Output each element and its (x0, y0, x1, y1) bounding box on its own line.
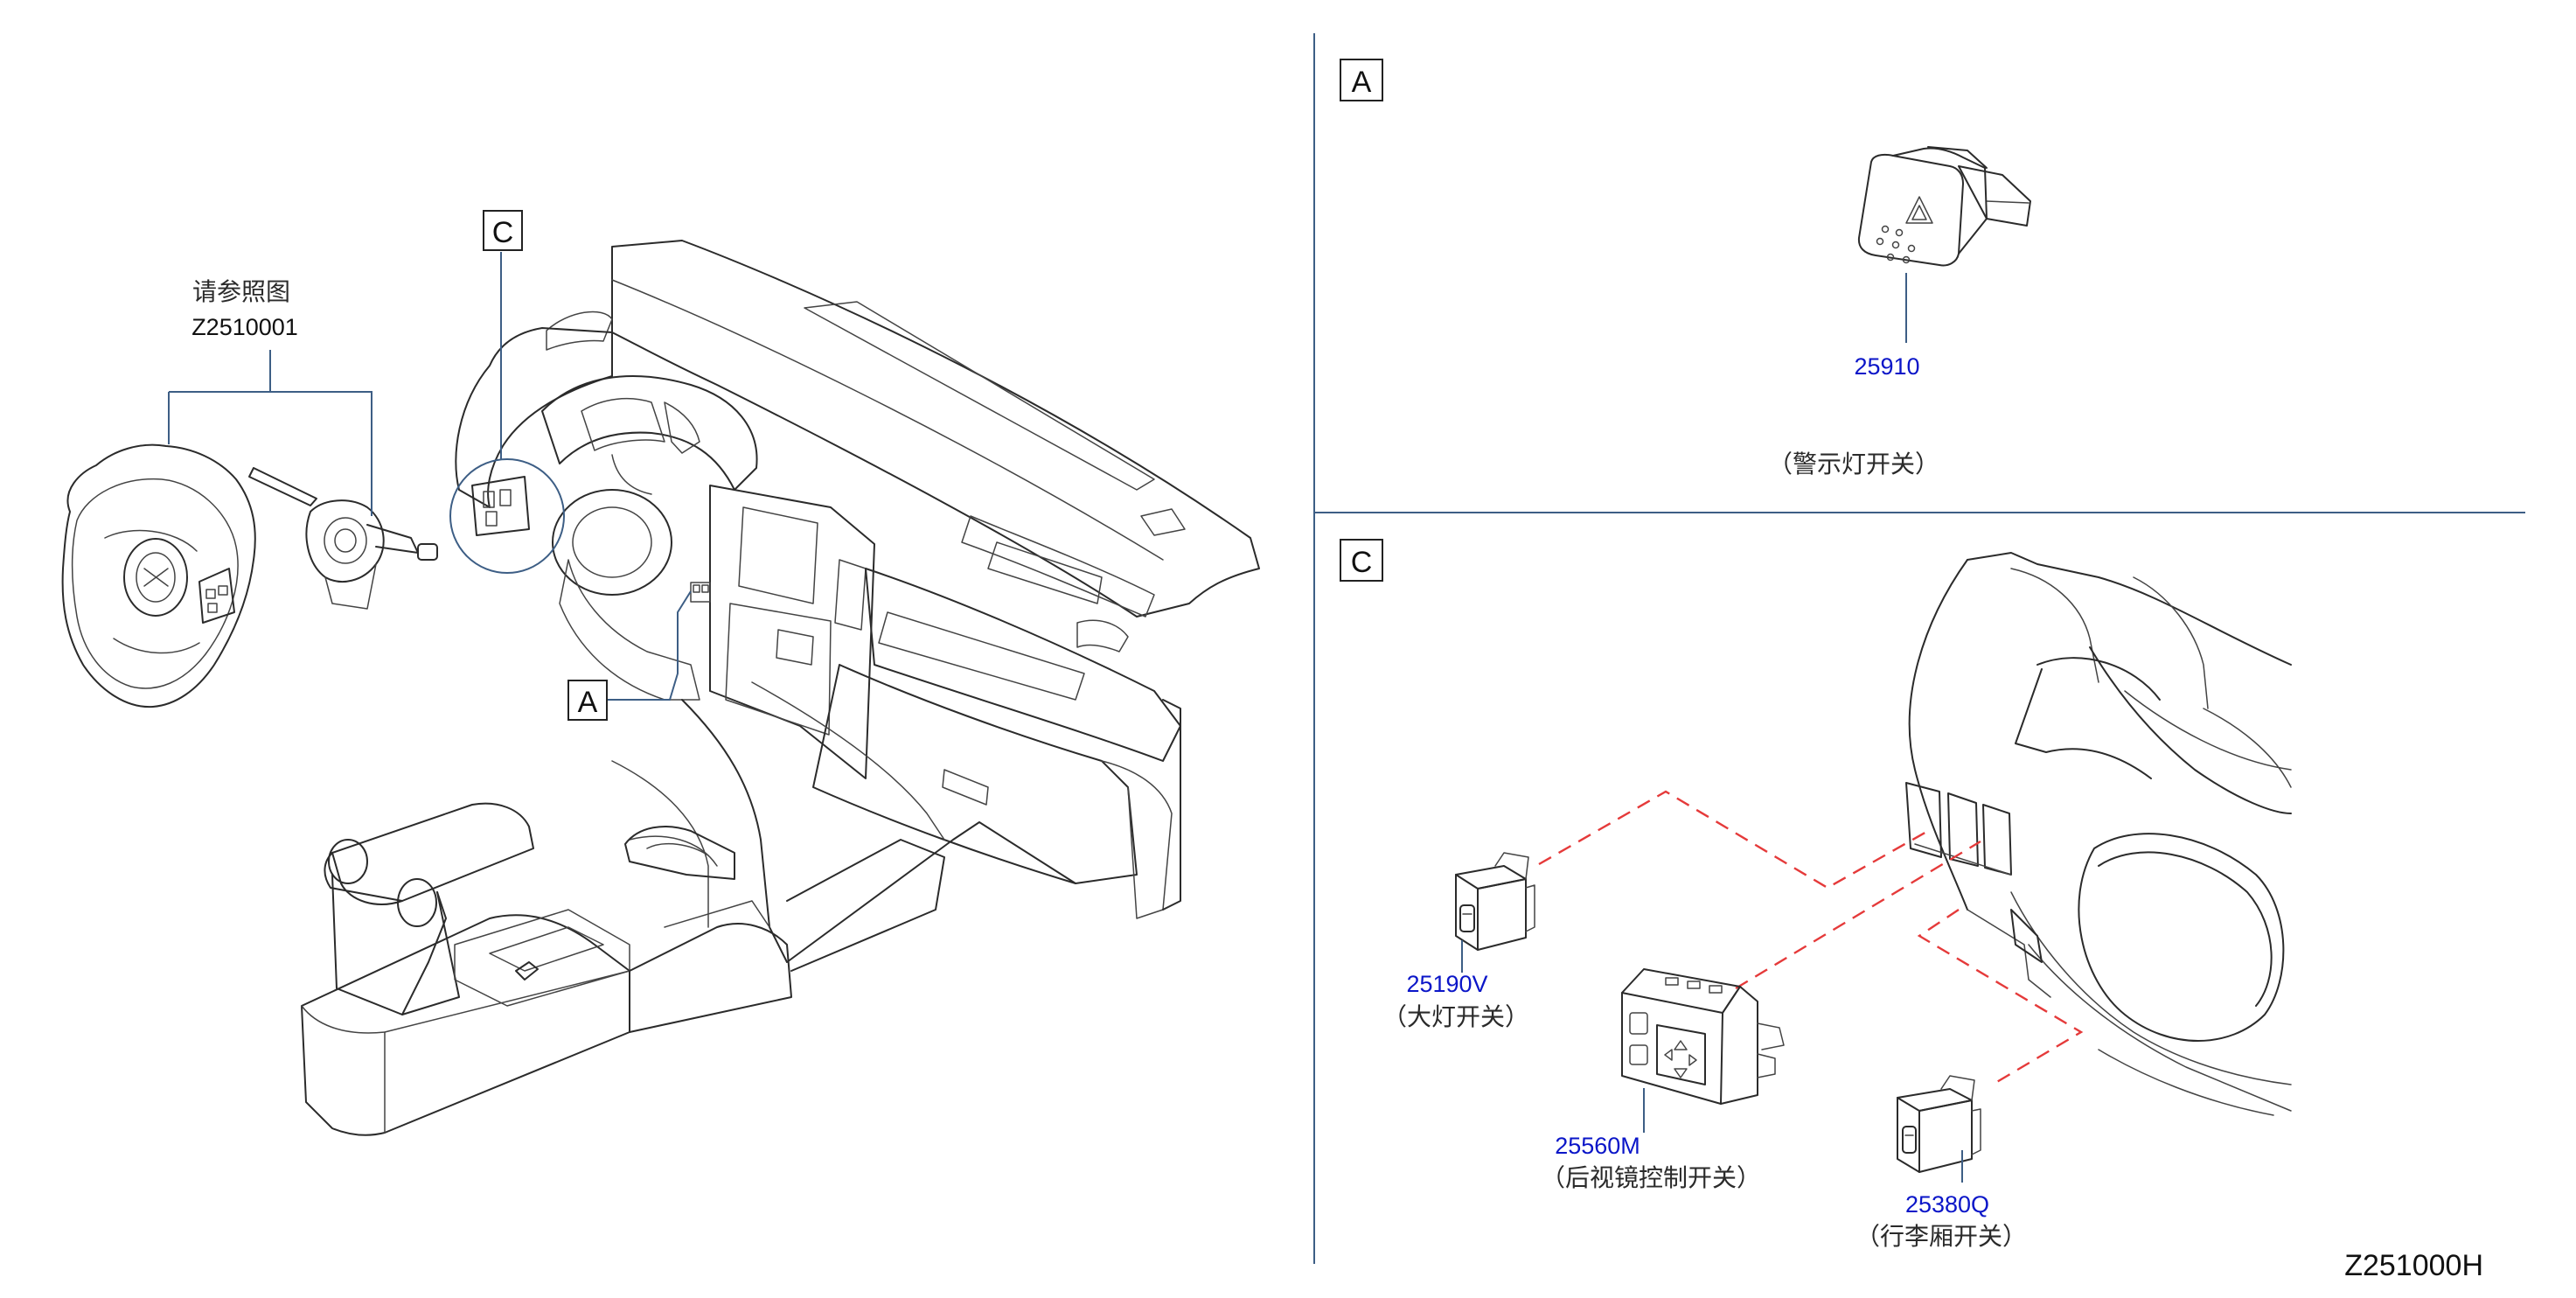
diagram-code: Z251000H (2344, 1249, 2483, 1282)
headlamp-switch-illustration (1455, 852, 1535, 951)
combination-switch-illustration (248, 467, 438, 610)
reference-bracket (168, 350, 372, 516)
mirror-switch-number: 25560M (1555, 1133, 1640, 1159)
hazard-switch-illustration (1857, 146, 2031, 267)
callout-c-marker: C (449, 210, 565, 574)
svg-text:A: A (578, 686, 598, 719)
steering-wheel-illustration (61, 443, 256, 708)
svg-text:C: C (492, 216, 514, 249)
callout-a-marker: A (567, 590, 692, 721)
dashboard-illustration (455, 240, 1260, 963)
reference-code: Z2510001 (191, 314, 298, 340)
svg-text:C: C (1351, 546, 1373, 579)
trunk-switch-illustration (1897, 1075, 1981, 1173)
mirror-switch-name: （后视镜控制开关） (1541, 1163, 1761, 1192)
detail-a-header: A (1340, 59, 1383, 101)
detail-c-header: C (1340, 539, 1383, 582)
mirror-switch-illustration (1621, 968, 1785, 1105)
headlamp-switch-name: （大灯开关） (1382, 1002, 1529, 1031)
svg-text:A: A (1352, 66, 1372, 99)
headlamp-switch-number: 25190V (1406, 971, 1487, 997)
dash-detail-illustration (1905, 552, 2292, 1116)
hazard-switch-number: 25910 (1854, 353, 1919, 380)
reference-note: 请参照图 (192, 277, 290, 306)
trunk-switch-number: 25380Q (1905, 1191, 1989, 1218)
hazard-switch-name: （警示灯开关） (1768, 450, 1939, 478)
center-console-illustration (301, 802, 945, 1136)
dashed-link-lines (1538, 790, 2084, 1085)
trunk-switch-name: （行李厢开关） (1855, 1222, 2027, 1251)
